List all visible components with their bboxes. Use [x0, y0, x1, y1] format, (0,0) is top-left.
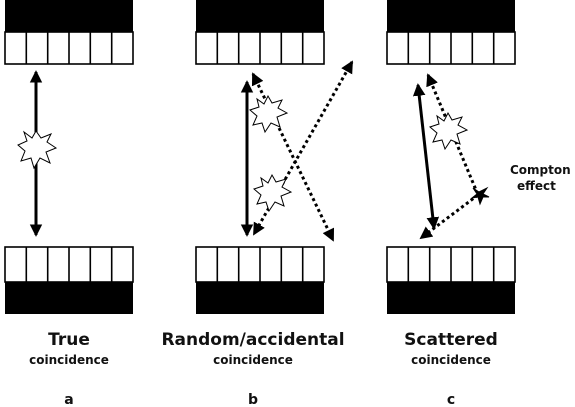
detector-bottom-a	[4, 246, 134, 314]
panel-letter-a: a	[64, 392, 73, 407]
panel-a	[4, 0, 134, 314]
annihilation-burst-icon	[17, 130, 58, 170]
panel-letter-b: b	[248, 392, 258, 407]
detector-bottom-c	[386, 246, 516, 314]
annihilation-burst-icon	[253, 173, 293, 213]
compton-label-line1: Compton	[510, 163, 571, 177]
panel-title-c: Scattered	[404, 330, 498, 350]
panel-subtitle-b: coincidence	[213, 353, 293, 367]
panel-title-b: Random/accidental	[161, 330, 344, 350]
compton-label-line2: effect	[517, 179, 556, 193]
scatter-point-icon	[470, 186, 490, 206]
detector-top-a	[4, 0, 134, 65]
panel-c	[386, 0, 516, 314]
panel-b	[195, 0, 354, 314]
detector-top-c	[386, 0, 516, 65]
panel-subtitle-a: coincidence	[29, 353, 109, 367]
panel-letter-c: c	[447, 392, 455, 407]
annihilation-burst-icon	[429, 111, 469, 151]
detector-bottom-b	[195, 246, 325, 314]
panel-subtitle-c: coincidence	[411, 353, 491, 367]
detector-top-b	[195, 0, 325, 65]
arrow-icon	[412, 83, 440, 230]
annihilation-burst-icon	[249, 94, 289, 134]
panel-title-a: True	[48, 330, 90, 350]
